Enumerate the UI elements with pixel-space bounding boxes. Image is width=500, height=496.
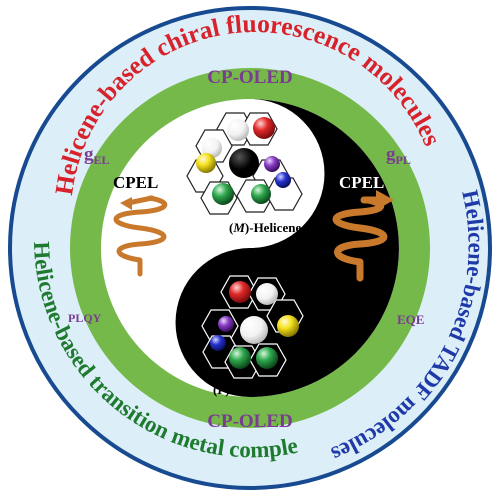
p-helicene-molecule xyxy=(201,275,304,379)
m-helicene-label: (M)-Helicene xyxy=(229,220,301,235)
g-pl-label: gPL xyxy=(386,144,411,167)
p-helicene-label: (P)-Helicene xyxy=(213,382,282,397)
cp-oled-top-label: CP-OLED xyxy=(207,67,293,88)
cpel-left-label: CPEL xyxy=(113,173,158,192)
cp-oled-bottom-label: CP-OLED xyxy=(207,411,293,432)
cpel-right-label: CPEL xyxy=(339,173,384,192)
left-spiral-icon xyxy=(113,195,167,277)
plqy-label: PLQY xyxy=(68,311,102,325)
right-spiral-icon xyxy=(332,190,394,282)
eqe-label: EQE xyxy=(397,312,424,327)
m-helicene-molecule xyxy=(186,112,303,215)
g-el-label: gEL xyxy=(84,144,110,167)
